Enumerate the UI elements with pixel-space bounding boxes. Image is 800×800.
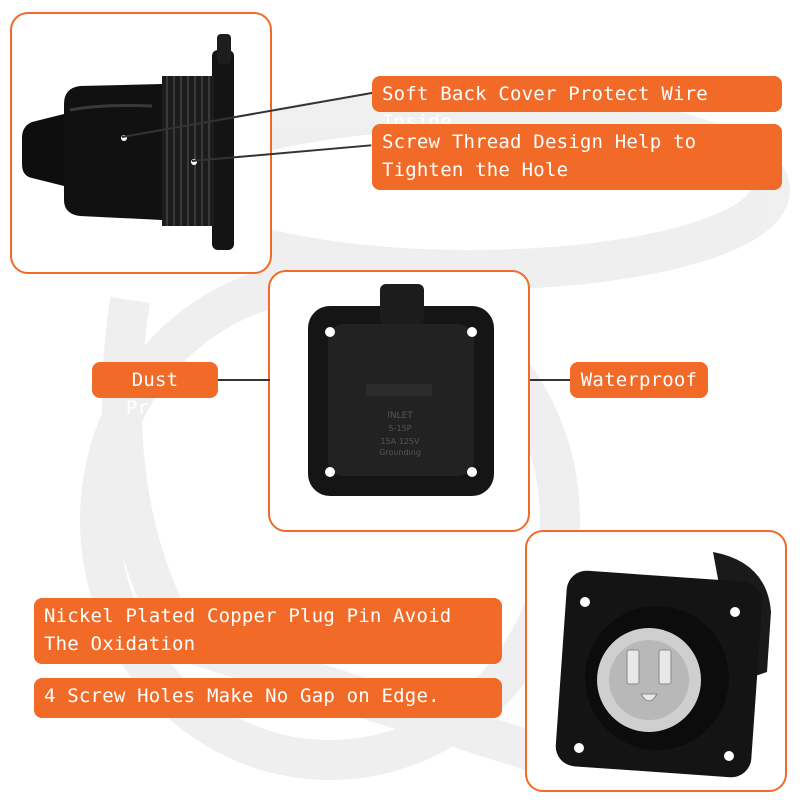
- label-copper-pin: Nickel Plated Copper Plug Pin Avoid The …: [34, 598, 502, 664]
- label-screw-holes: 4 Screw Holes Make No Gap on Edge.: [34, 678, 502, 718]
- front-view-product-image: INLET 5-15P 15A 125V Grounding: [308, 284, 494, 496]
- open-view-panel: [525, 530, 787, 792]
- open-view-product-image: [555, 552, 771, 778]
- product-text-3: 15A 125V: [381, 437, 420, 446]
- label-screw-thread: Screw Thread Design Help to Tighten the …: [372, 124, 782, 190]
- label-dust-proof: Dust Proof: [92, 362, 218, 419]
- product-text-2: 5-15P: [389, 424, 412, 433]
- callout-line-waterproof: [530, 379, 570, 381]
- front-view-panel: INLET 5-15P 15A 125V Grounding: [268, 270, 530, 532]
- label-waterproof: Waterproof: [570, 362, 708, 398]
- side-view-product-image: [22, 34, 234, 250]
- side-view-panel: [10, 12, 272, 274]
- product-text-4: Grounding: [379, 448, 421, 457]
- product-text-1: INLET: [387, 411, 413, 421]
- callout-line-dust-proof: [218, 379, 270, 381]
- label-back-cover: Soft Back Cover Protect Wire Inside: [372, 76, 782, 133]
